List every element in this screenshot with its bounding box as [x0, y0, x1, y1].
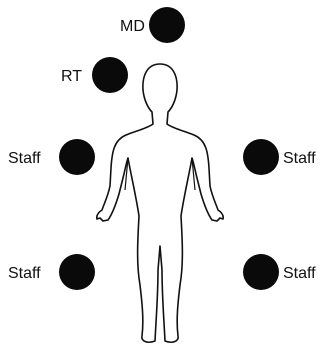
staff-lower-left-marker	[59, 254, 95, 290]
staff-lower-right-label: Staff	[283, 265, 316, 282]
staff-upper-right-label: Staff	[283, 150, 316, 167]
staff-lower-right-marker	[243, 254, 279, 290]
staff-lower-left-label: Staff	[8, 265, 41, 282]
body-outline	[97, 64, 223, 342]
staff-upper-right-marker	[243, 139, 279, 175]
md-position-marker	[149, 7, 185, 43]
rt-position-marker	[92, 57, 128, 93]
md-label: MD	[120, 18, 145, 35]
rt-label: RT	[61, 68, 82, 85]
staff-upper-left-marker	[59, 139, 95, 175]
staff-upper-left-label: Staff	[8, 150, 41, 167]
